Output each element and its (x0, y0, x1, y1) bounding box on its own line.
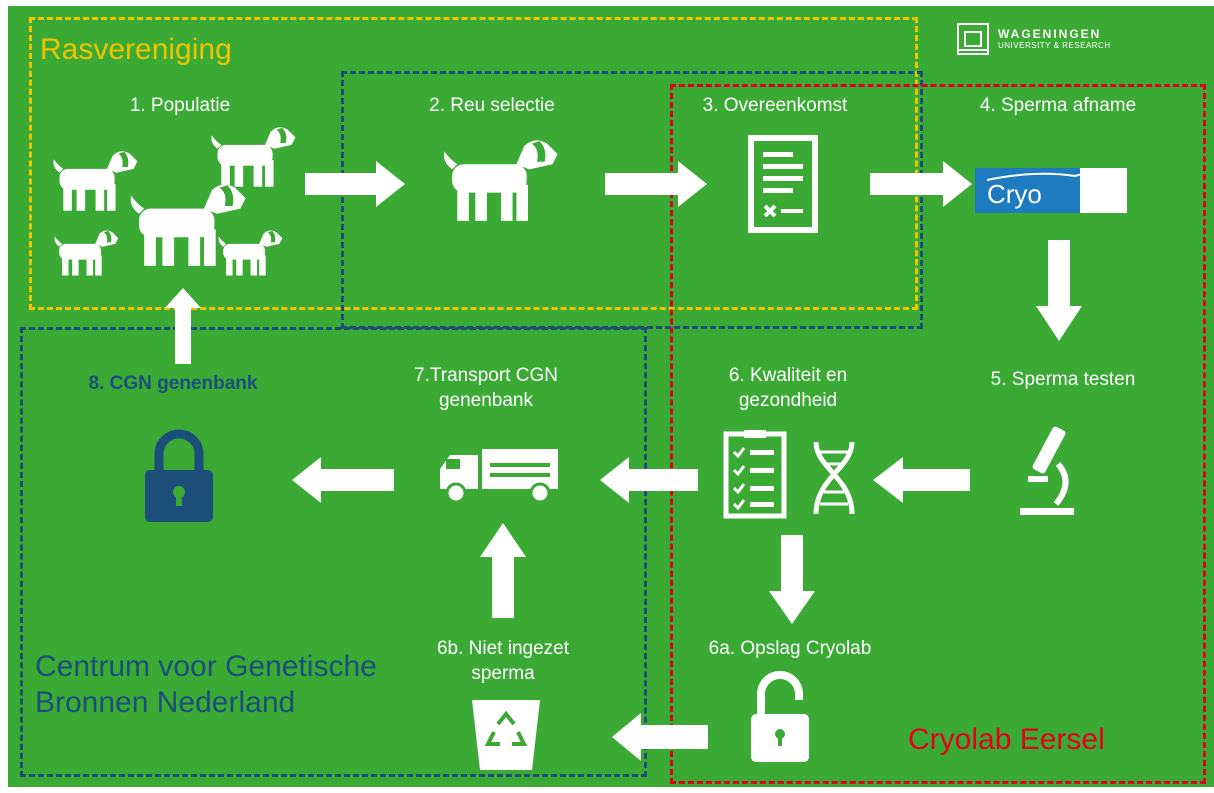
step-4-label: 4. Sperma afname (979, 95, 1137, 116)
zone-rasvereniging-border (29, 17, 918, 310)
arrow-4-to-5 (1036, 240, 1082, 341)
closed-lock-icon (145, 429, 213, 522)
step-6b-label: 6b. Niet ingezet sperma (436, 638, 570, 684)
step-6-label: 6. Kwaliteit en gezondheid (728, 365, 848, 411)
step-3-label: 3. Overeenkomst (702, 95, 848, 116)
step-7-label: 7.Transport CGN genenbank (414, 365, 558, 411)
logo-line2: UNIVERSITY & RESEARCH (998, 41, 1111, 50)
step-1-label: 1. Populatie (129, 95, 231, 116)
dog-icon-4 (54, 230, 119, 276)
wageningen-logo-icon (957, 23, 989, 55)
zone-cryolab-border (670, 84, 1206, 784)
arrow-2-to-3 (605, 161, 707, 207)
arrow-6b-to-7 (480, 523, 526, 618)
step-2-label: 2. Reu selectie (429, 95, 555, 116)
dog-icon (443, 140, 558, 221)
agreement-document-icon (748, 135, 818, 233)
arrow-5-to-6 (873, 457, 970, 503)
arrow-7-to-8 (292, 457, 394, 503)
zone-label-rasvereniging: Rasvereniging (40, 33, 232, 66)
step-5-label: 5. Sperma testen (990, 369, 1136, 390)
zone-cgn-border (20, 327, 647, 777)
recycle-bin-icon (472, 700, 540, 770)
logo-line1: WAGENINGEN (998, 27, 1102, 41)
truck-icon (440, 449, 558, 504)
open-lock-icon (751, 671, 809, 762)
arrow-3-to-4 (870, 161, 972, 207)
microscope-icon (1020, 426, 1074, 515)
dna-icon (813, 441, 855, 515)
arrow-8-to-1 (165, 288, 201, 364)
cryolab-logo: Cryolab (975, 168, 1127, 213)
arrow-1-to-2 (305, 161, 405, 207)
arrow-6-to-6a (769, 535, 815, 624)
zone-label-cgn: Centrum voor Genetische Bronnen Nederlan… (35, 650, 377, 719)
population-dogs (53, 127, 296, 276)
zone-label-cryolab: Cryolab Eersel (908, 723, 1105, 756)
diagram-canvas: Rasvereniging Centrum voor Genetische Br… (8, 6, 1214, 787)
dog-icon-1 (53, 151, 138, 211)
arrow-6-to-7 (600, 457, 698, 503)
checklist-icon (723, 430, 787, 519)
step-8-label: 8. CGN genenbank (88, 373, 258, 394)
cryolab-logo-part1: Cryo (987, 179, 1042, 209)
flow-arrows (165, 161, 1082, 761)
cryolab-logo-part2: lab (1041, 179, 1077, 209)
arrow-6a-to-6b (612, 713, 708, 761)
step-6a-label: 6a. Opslag Cryolab (708, 638, 872, 659)
wageningen-logo: WAGENINGEN UNIVERSITY & RESEARCH (956, 22, 1111, 56)
dog-icon-5 (218, 230, 283, 276)
dog-icon-2 (211, 127, 296, 187)
cryolab-logo-wave-icon (986, 169, 1106, 181)
